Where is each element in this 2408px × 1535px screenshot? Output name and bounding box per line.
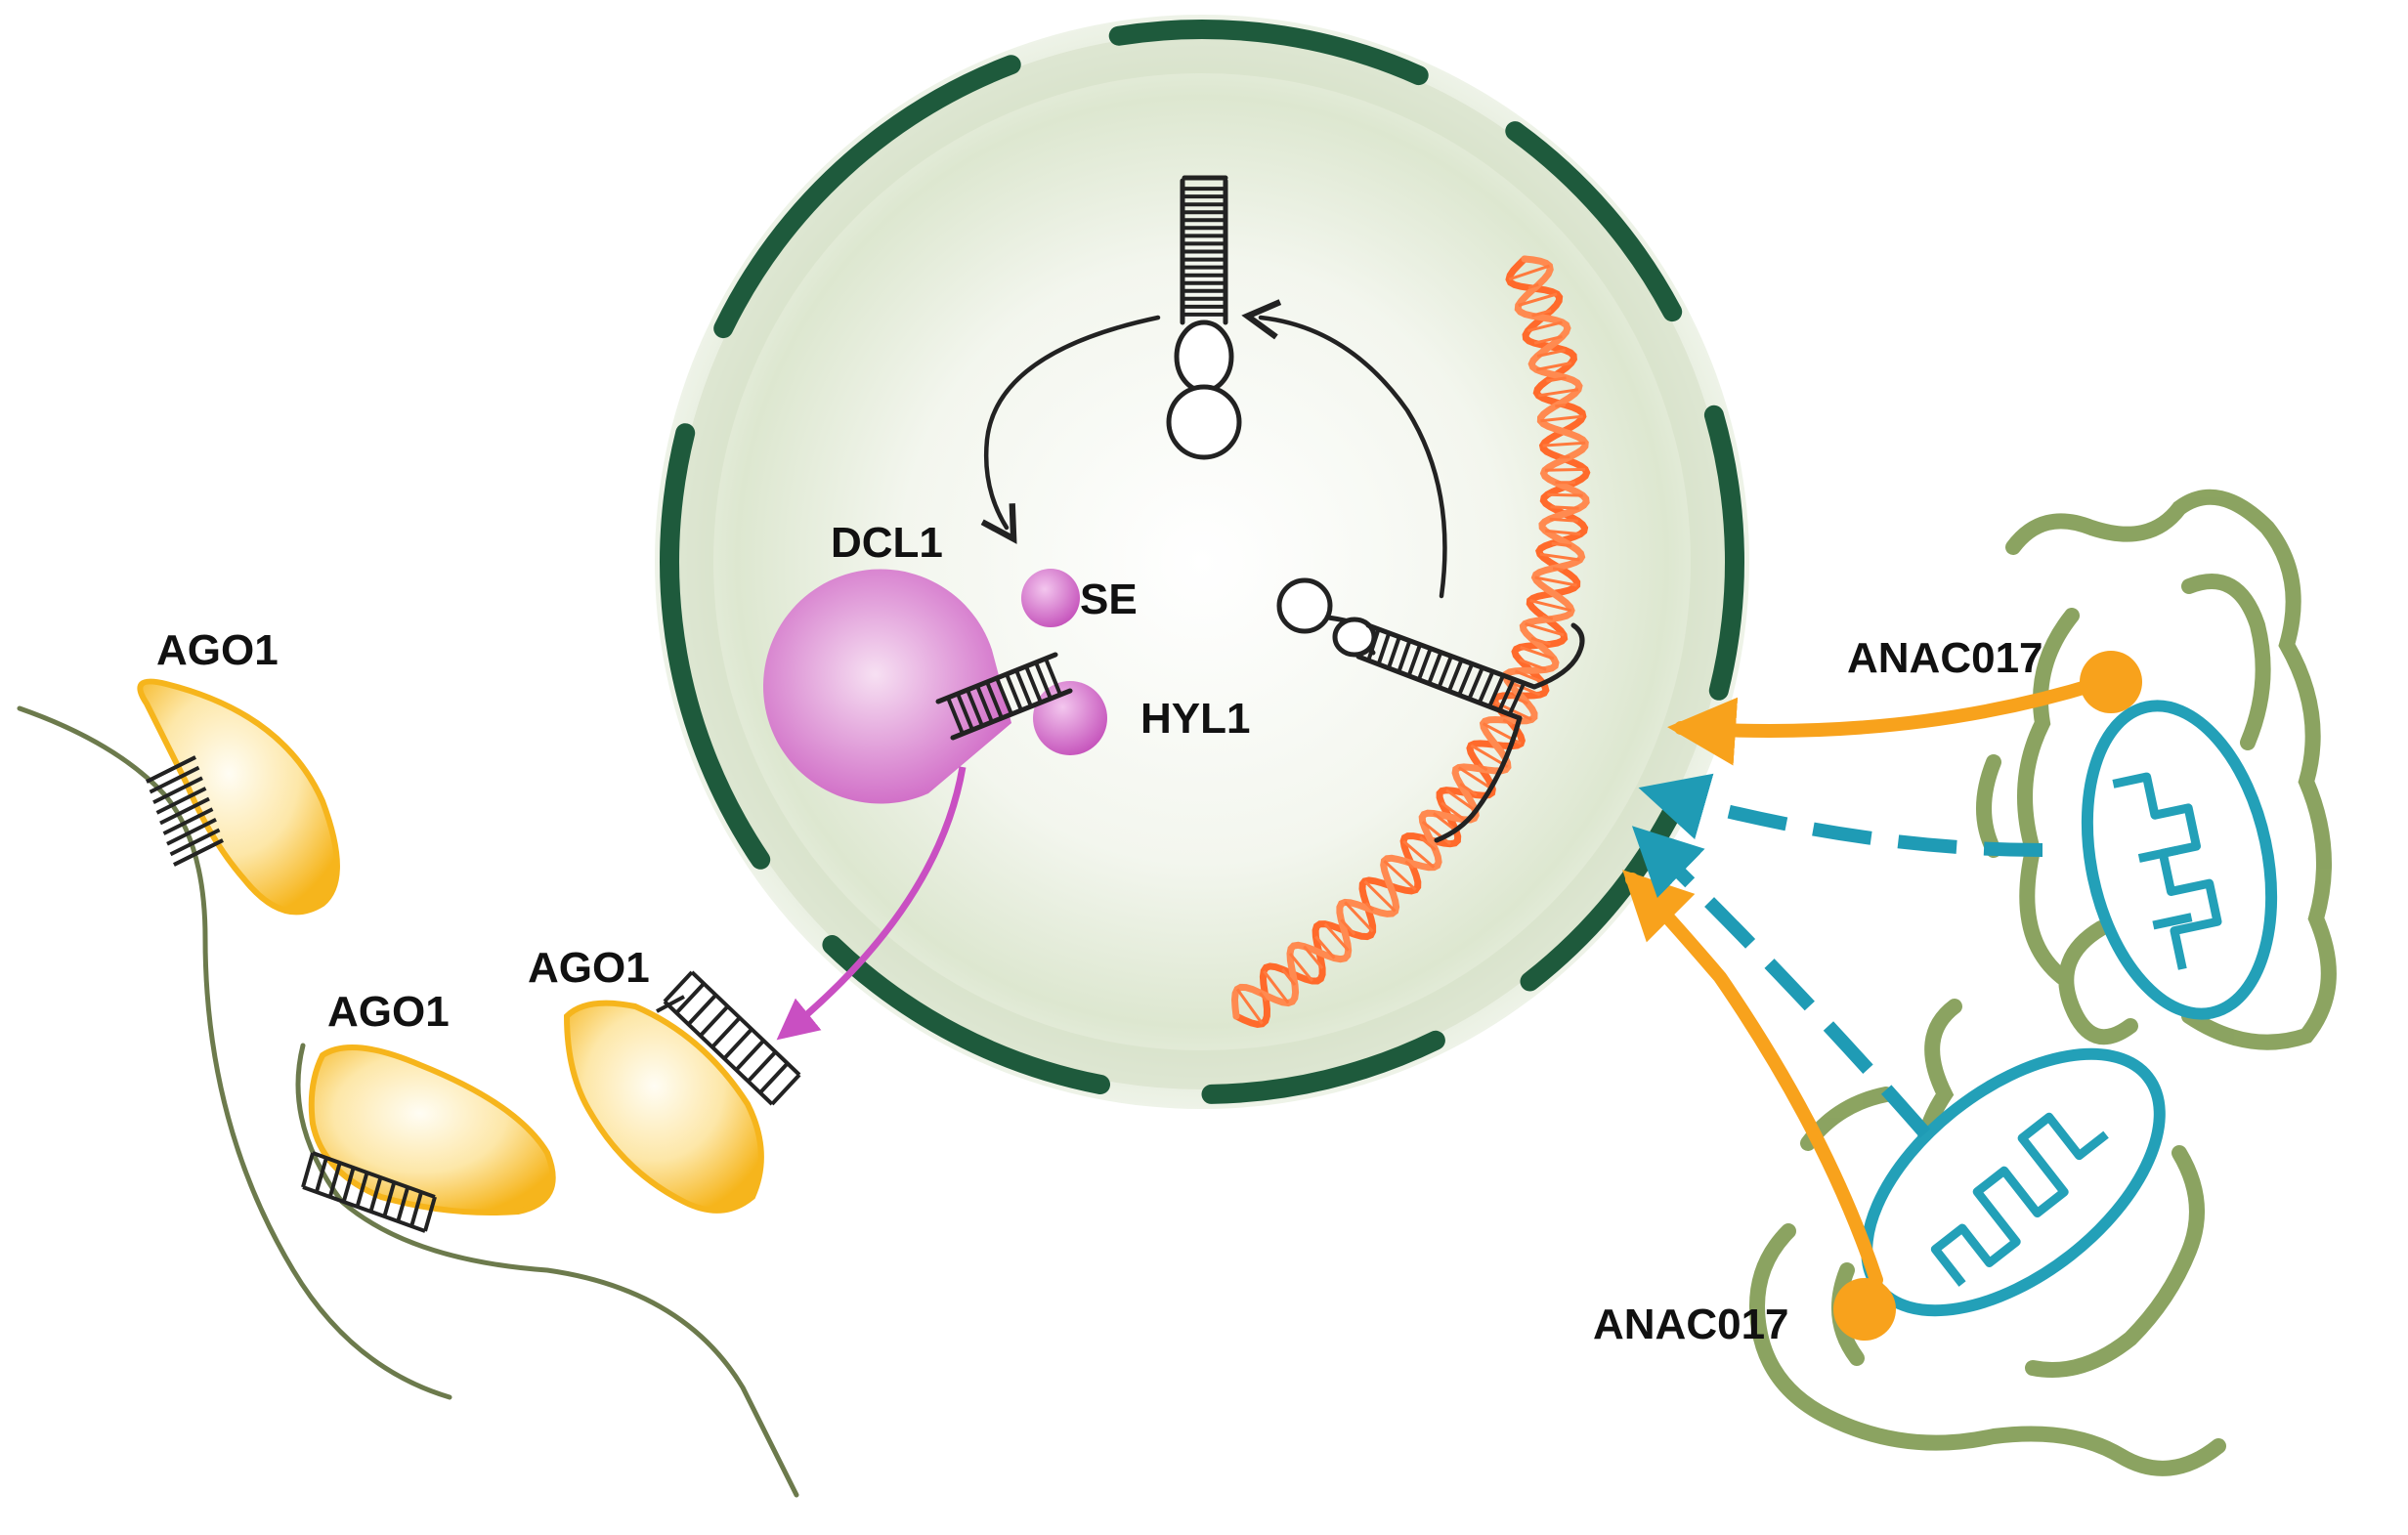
nucleus	[655, 15, 1749, 1109]
ago1-right	[563, 970, 801, 1214]
label-ago1-right: AGO1	[528, 944, 650, 992]
nuclear-envelope	[660, 20, 1744, 1104]
label-hyl1: HYL1	[1140, 695, 1250, 743]
label-ago1-top: AGO1	[156, 626, 279, 674]
anac017-arrow-bottom	[1622, 870, 1883, 1287]
mrna-strands	[17, 705, 799, 1498]
label-anac017-bottom: ANAC017	[1593, 1300, 1789, 1348]
dna-double-helix	[1230, 255, 1591, 1028]
label-ago1-middle: AGO1	[327, 988, 450, 1036]
se-protein	[1021, 569, 1080, 627]
label-anac017-top: ANAC017	[1847, 634, 2043, 682]
anac017-arrow-top	[1667, 677, 2103, 766]
mitochondrion-upper	[2081, 700, 2278, 1020]
label-dcl1: DCL1	[831, 519, 943, 567]
anac017-signal-arrows	[1622, 677, 2103, 1287]
mirna-duplex-dicer	[935, 652, 1073, 741]
anac017-dot-bottom	[1833, 1278, 1896, 1341]
loading-arrow	[776, 766, 967, 1041]
mitochondrial-signal-arrows	[1631, 773, 2043, 1138]
cycle-arrow-left	[980, 315, 1161, 544]
dcl1-pacman	[762, 569, 1011, 804]
pre-mirna-hairpin	[1166, 175, 1242, 460]
mito-arrow-upper	[1638, 773, 2043, 857]
pri-mirna-hairpin	[1276, 577, 1585, 843]
ago1-middle	[301, 1045, 556, 1233]
mito-arrow-lower	[1631, 826, 1931, 1138]
cycle-arrow-right	[1241, 299, 1447, 599]
anac017-dot-top	[2080, 651, 2142, 713]
processing-cycle-arrows	[980, 299, 1447, 599]
microprocessor-complex	[762, 569, 1107, 1041]
ago1-top	[137, 678, 340, 916]
label-se: SE	[1080, 576, 1138, 623]
